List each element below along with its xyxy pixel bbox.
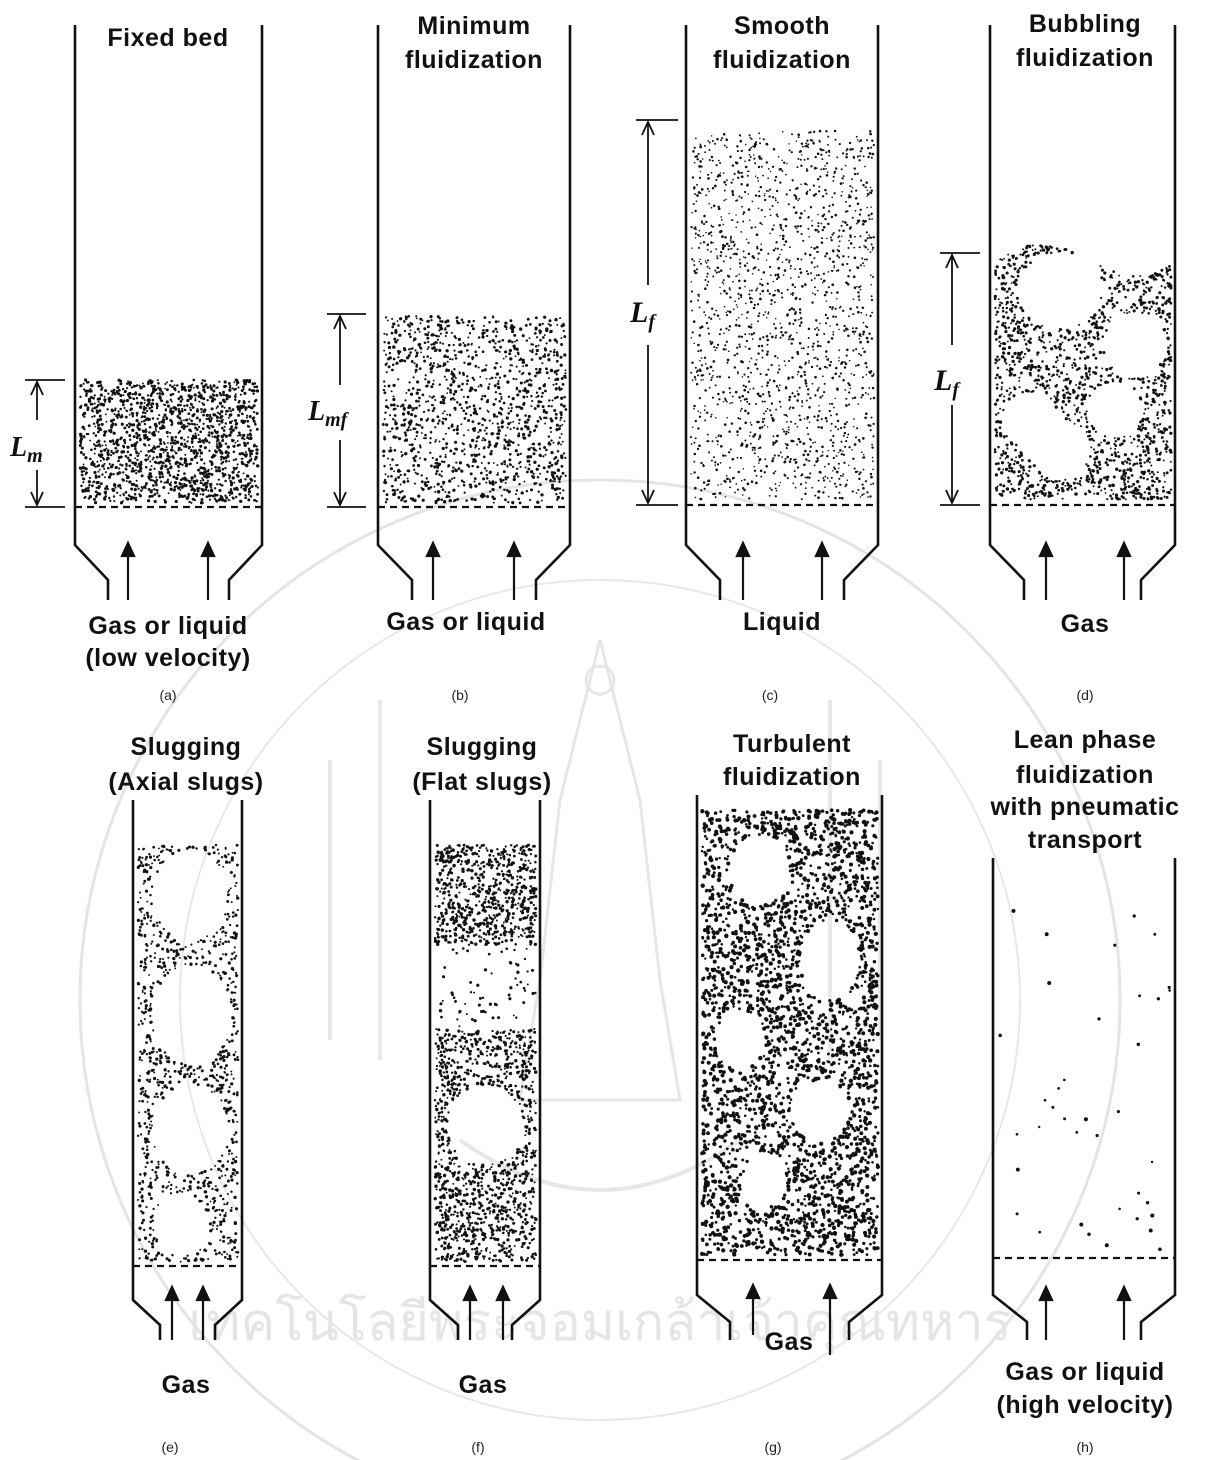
panel-a-flow-line1: Gas or liquid [88, 612, 247, 640]
panel-h-flow-line1: Gas or liquid [1005, 1358, 1164, 1386]
panel-c-title-line2: fluidization [713, 46, 851, 74]
panel-d-title-line2: fluidization [1016, 44, 1154, 72]
flow-arrow-icon [737, 543, 828, 600]
watermark-text: เทคโนโลยีพระจอมเกล้าเจ้าคุณทหาร [188, 1293, 1011, 1354]
panel-e-flow-line1: Gas [162, 1371, 211, 1399]
flow-arrow-icon [122, 543, 214, 600]
panel-f-title-line1: Slugging [427, 733, 538, 761]
panel-b-caption: (b) [451, 687, 468, 703]
height-dimension [25, 380, 65, 507]
panel-f-flow-line1: Gas [459, 1371, 508, 1399]
panel-c-flow-line1: Liquid [743, 608, 821, 636]
panel-g-title-line2: fluidization [723, 763, 861, 791]
flow-arrow-icon [1040, 1287, 1130, 1340]
panel-h-title-line4: transport [1028, 826, 1142, 854]
panel-d-title-line1: Bubbling [1029, 10, 1141, 38]
panel-b-title-line2: fluidization [405, 46, 543, 74]
panel-h-flow-line2: (high velocity) [997, 1391, 1174, 1419]
panel-a-fixed-bed: Fixed bed Lm Gas or liquid (low velocity… [9, 24, 262, 703]
flow-arrow-icon [1040, 543, 1130, 600]
panel-h-lean-phase: Lean phase fluidization with pneumatic t… [990, 726, 1180, 1455]
panel-e-title-line2: (Axial slugs) [108, 768, 263, 796]
panel-h-caption: (h) [1076, 1439, 1093, 1455]
panel-a-flow-line2: (low velocity) [85, 644, 250, 672]
panel-d-bubbling-fluidization: Bubbling fluidization Lf Gas (d) [933, 10, 1175, 703]
panel-c-caption: (c) [762, 687, 778, 703]
panel-g-caption: (g) [764, 1439, 781, 1455]
panel-d-caption: (d) [1076, 687, 1093, 703]
height-label-lm: Lm [9, 432, 43, 467]
height-label-lmf: Lmf [307, 396, 350, 431]
panel-a-title: Fixed bed [107, 24, 228, 52]
panel-e-title-line1: Slugging [131, 733, 242, 761]
panel-c-smooth-fluidization: Smooth fluidization Lf Liquid (c) [629, 12, 878, 703]
panel-f-caption: (f) [471, 1439, 484, 1455]
height-label-lf: Lf [933, 364, 961, 401]
height-label-lf: Lf [629, 296, 657, 333]
panel-c-title-line1: Smooth [734, 12, 830, 40]
panel-b-minimum-fluidization: Minimum fluidization Lmf Gas or liquid (… [307, 12, 570, 703]
panel-h-title-line2: fluidization [1016, 761, 1154, 789]
panel-h-title-line1: Lean phase [1014, 726, 1157, 754]
panel-a-caption: (a) [159, 687, 176, 703]
panel-e-caption: (e) [161, 1439, 178, 1455]
panel-h-title-line3: with pneumatic [990, 793, 1180, 821]
panel-g-flow-line1: Gas [765, 1328, 814, 1356]
panel-b-title-line1: Minimum [417, 12, 530, 40]
panel-d-flow-line1: Gas [1061, 610, 1110, 638]
panel-f-title-line2: (Flat slugs) [412, 768, 551, 796]
panel-g-title-line1: Turbulent [733, 730, 851, 758]
panel-b-flow-line1: Gas or liquid [386, 608, 545, 636]
